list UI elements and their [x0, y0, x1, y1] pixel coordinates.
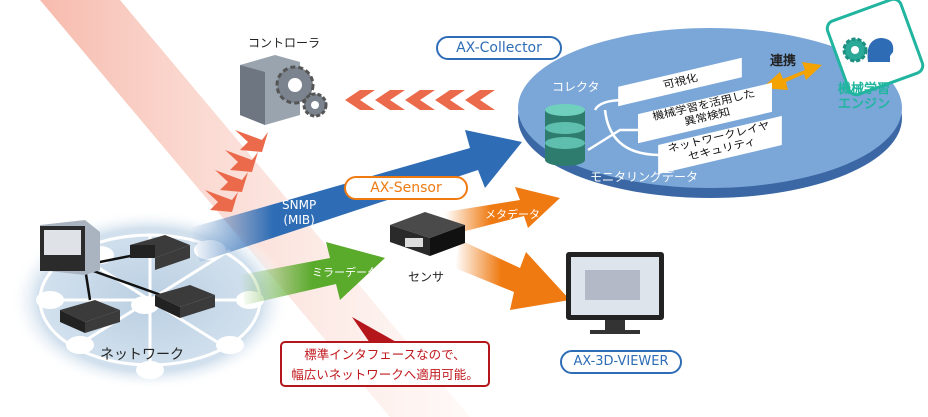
sensor-label: センサ	[408, 270, 445, 284]
controller-label: コントローラ	[248, 36, 321, 50]
control-chevrons-vertical	[205, 130, 268, 212]
ml-engine-label-line1: 機械学習	[838, 82, 891, 97]
diagonal-band	[40, 0, 470, 417]
link-label: 連携	[770, 54, 797, 69]
mirror-data-arrow	[240, 242, 385, 305]
snmp-label: SNMP (MIB)	[282, 198, 316, 228]
network-label: ネットワーク	[100, 347, 184, 363]
mirror-data-label: ミラーデータ	[312, 266, 378, 279]
callout-box: 標準インタフェースなので、 幅広いネットワークへ適用可能。	[280, 341, 490, 387]
meta-data-arrow-up	[445, 187, 560, 235]
ax-collector-bubble: AX-Collector	[436, 36, 562, 60]
callout-line2: 幅広いネットワークへ適用可能。	[291, 367, 479, 382]
callout-line1: 標準インタフェースなので、	[304, 347, 466, 362]
sensor-device	[390, 212, 465, 256]
3d-viewer-monitor	[566, 252, 664, 334]
meta-data-label: メタデータ	[485, 208, 540, 221]
ax-3d-viewer-bubble: AX-3D-VIEWER	[560, 350, 682, 374]
callout-pointer	[352, 317, 398, 343]
meta-data-arrow-down	[455, 240, 570, 310]
ml-engine-label: 機械学習 エンジン	[838, 82, 890, 112]
link-arrow	[762, 62, 822, 90]
ax-sensor-bubble: AX-Sensor	[344, 176, 468, 200]
controller-graphic	[240, 55, 328, 125]
ml-engine-graphic	[825, 0, 925, 97]
control-chevrons-horizontal	[345, 90, 495, 110]
snmp-label-line1: SNMP	[282, 198, 317, 212]
snmp-label-line2: (MIB)	[283, 213, 315, 227]
monitoring-data-label: モニタリングデータ	[590, 170, 699, 184]
collector-label: コレクタ	[552, 80, 600, 94]
ml-engine-label-line2: エンジン	[838, 97, 891, 112]
